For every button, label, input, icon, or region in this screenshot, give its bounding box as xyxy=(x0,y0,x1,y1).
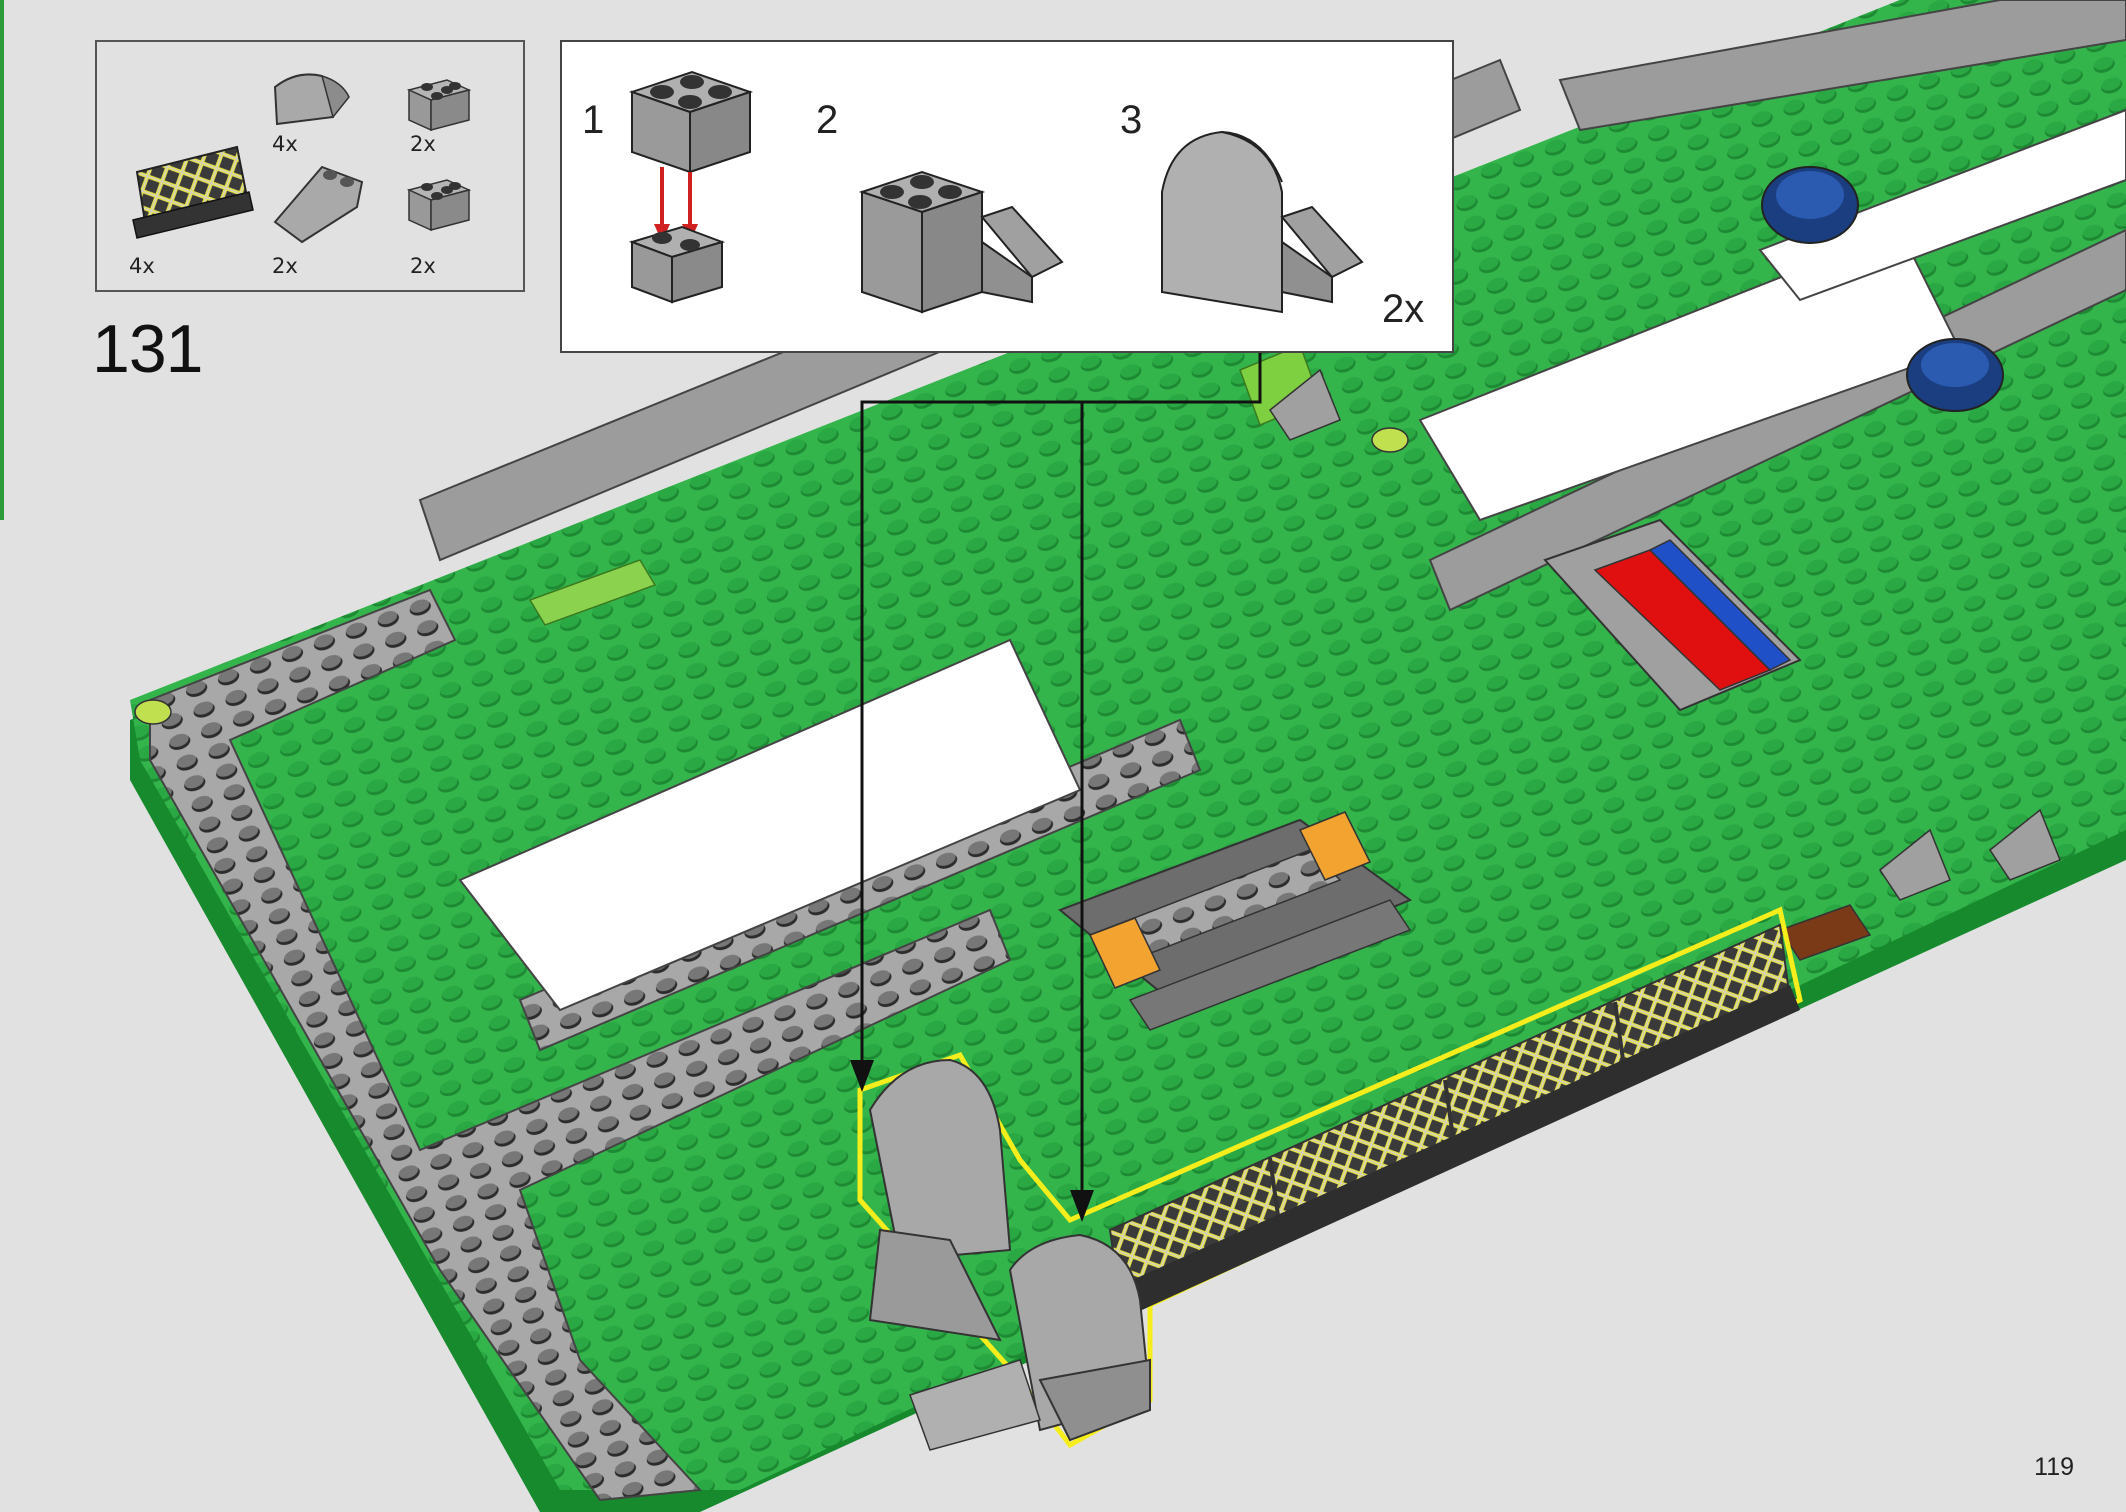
fence-part-icon xyxy=(132,145,254,239)
brick-2x2-part-icon xyxy=(406,179,472,232)
substep-label: 2 xyxy=(816,98,839,142)
placement-arrows xyxy=(860,353,1262,1210)
substep-label: 1 xyxy=(582,98,605,142)
substep-1-diagram xyxy=(628,70,754,304)
subassembly-multiplier: 2x xyxy=(1382,287,1425,331)
parts-list-box: 4x 2x 4x 2x 2x xyxy=(95,40,525,292)
part-qty: 2x xyxy=(272,254,298,278)
substep-2-diagram xyxy=(858,170,1064,314)
subassembly-box: 1 2 3 2x xyxy=(560,40,1454,353)
part-qty: 4x xyxy=(272,132,298,156)
curved-slope-part-icon xyxy=(273,73,350,126)
highlighted-new-parts xyxy=(857,906,1803,1451)
page-edge-accent xyxy=(0,0,4,520)
brick-side-part-icon xyxy=(406,79,472,132)
page-number: 119 xyxy=(2034,1453,2074,1481)
arrow-head-right xyxy=(1070,1190,1094,1222)
arrow-head-left xyxy=(850,1060,874,1092)
part-qty: 4x xyxy=(129,254,155,278)
substep-label: 3 xyxy=(1120,98,1143,142)
step-number: 131 xyxy=(92,311,203,387)
part-qty: 2x xyxy=(410,254,436,278)
wedge-slope-part-icon xyxy=(273,165,364,244)
part-qty: 2x xyxy=(410,132,436,156)
substep-3-diagram xyxy=(1161,130,1364,314)
